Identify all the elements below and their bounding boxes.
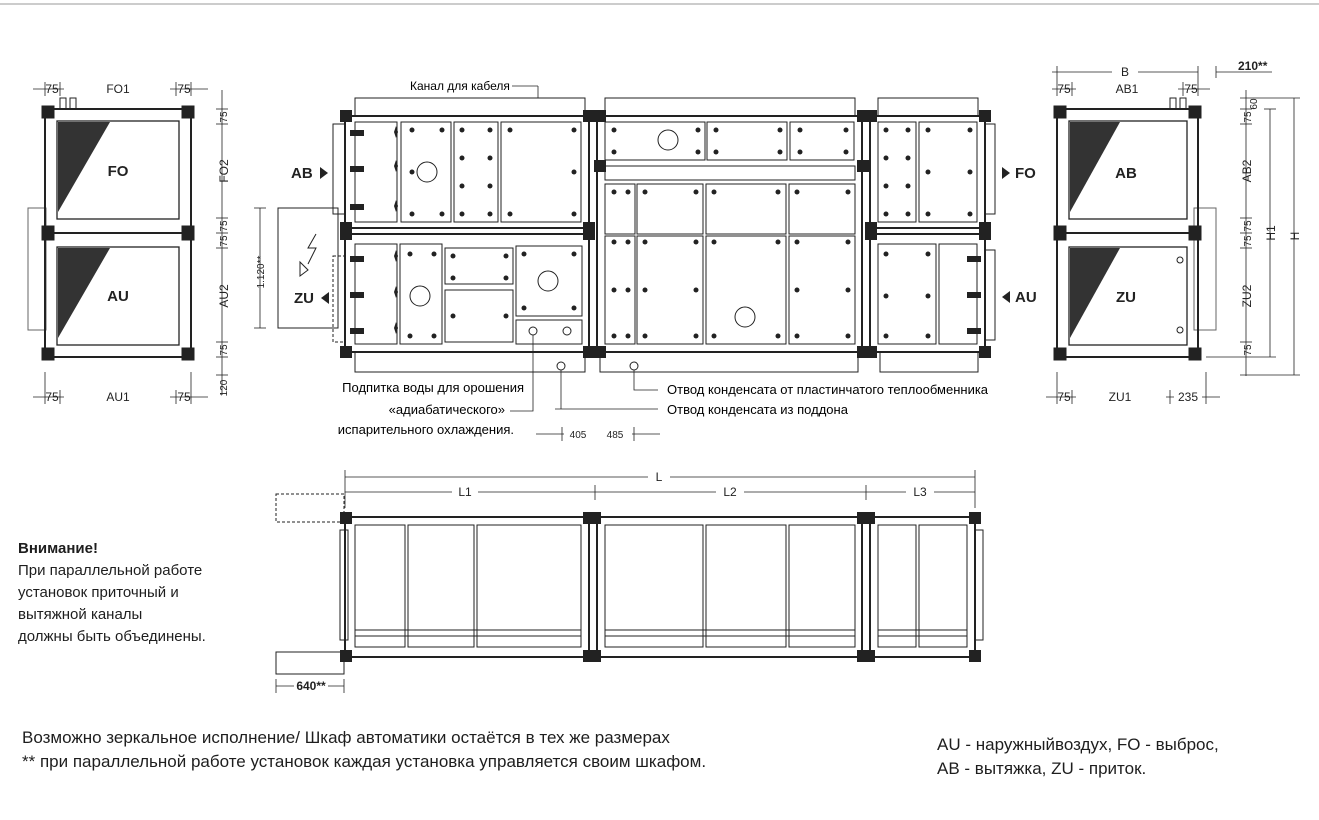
- dim-right-top-b: 75: [1184, 82, 1198, 96]
- dim-length-l1: L1: [458, 485, 472, 499]
- control-cabinet-front: [254, 207, 339, 329]
- right-side-view: [1053, 97, 1217, 361]
- front-view-details: [340, 110, 991, 358]
- svg-text:AB2: AB2: [1240, 159, 1254, 182]
- warning-line-2: установок приточный и: [18, 584, 179, 601]
- right-side-dimension: [1206, 90, 1300, 376]
- legend-line-1: AU - наружныйвоздух, FO - выброс,: [937, 735, 1219, 754]
- dim-length-l3: L3: [913, 485, 927, 499]
- dim-drain-405: 405: [570, 430, 587, 441]
- airflow-arrows: AB ZU FO AU: [291, 165, 1037, 307]
- svg-text:120: 120: [219, 379, 230, 396]
- dim-left-bottom-au1: AU1: [106, 390, 130, 404]
- warning-note: Внимание! При параллельной работе устано…: [18, 538, 206, 648]
- svg-text:75: 75: [1243, 111, 1254, 123]
- arrow-label-au: AU: [1015, 289, 1037, 306]
- svg-text:75: 75: [1243, 344, 1254, 356]
- label-condensate-plate: Отвод конденсата от пластинчатого теплоо…: [667, 382, 989, 397]
- warning-line-1: При параллельной работе: [18, 562, 203, 579]
- top-view: [275, 493, 984, 675]
- legend: AU - наружныйвоздух, FO - выброс, AB - в…: [937, 733, 1219, 781]
- arrow-label-fo: FO: [1015, 165, 1036, 182]
- svg-text:75: 75: [219, 220, 230, 232]
- svg-text:ZU2: ZU2: [1240, 284, 1254, 307]
- dim-cabinet-210: 210**: [1238, 59, 1268, 73]
- svg-text:75: 75: [219, 344, 230, 356]
- svg-text:75: 75: [219, 235, 230, 247]
- water-supply-line2: «адиабатического»: [389, 402, 505, 417]
- arrow-label-ab: AB: [291, 165, 313, 182]
- dim-left-top-a: 75: [45, 82, 59, 96]
- dim-drain-485: 485: [607, 430, 624, 441]
- label-cable-channel: Канал для кабеля: [410, 79, 510, 93]
- dim-right-top-a: 75: [1057, 82, 1071, 96]
- svg-text:75: 75: [1243, 235, 1254, 247]
- right-side-dim-texts: 60 75 AB2 75 75 ZU2 75 H1 H: [1240, 98, 1302, 356]
- footnote-parallel: ** при параллельной работе установок каж…: [22, 752, 707, 771]
- svg-text:H: H: [1288, 232, 1302, 241]
- dim-left-top-b: 75: [177, 82, 191, 96]
- svg-text:60: 60: [1249, 98, 1260, 110]
- warning-line-3: вытяжной каналы: [18, 606, 143, 623]
- label-au-left: AU: [107, 288, 129, 305]
- dim-cabinet-height: 1.120**: [256, 255, 267, 288]
- dim-length-l: L: [656, 470, 663, 484]
- dim-right-bottom-235: 235: [1178, 390, 1198, 404]
- dim-right-width-b: B: [1121, 65, 1129, 79]
- dim-right-bottom-a: 75: [1057, 390, 1071, 404]
- water-supply-line1: Подпитка воды для орошения: [342, 380, 524, 395]
- svg-text:75: 75: [219, 111, 230, 123]
- svg-text:75: 75: [1243, 220, 1254, 232]
- label-zu-right: ZU: [1116, 289, 1136, 306]
- left-side-dimension: [216, 90, 228, 395]
- warning-title: Внимание!: [18, 540, 98, 557]
- svg-text:H1: H1: [1264, 225, 1278, 241]
- dim-cabinet-640: 640**: [296, 679, 326, 693]
- left-side-view: [27, 97, 195, 361]
- label-condensate-tray: Отвод конденсата из поддона: [667, 402, 849, 417]
- label-fo-left: FO: [108, 163, 129, 180]
- dim-right-bottom-zu1: ZU1: [1109, 390, 1132, 404]
- footnote-mirror: Возможно зеркальное исполнение/ Шкаф авт…: [22, 728, 670, 747]
- dim-left-bottom-b: 75: [177, 390, 191, 404]
- service-leader-lines: [510, 335, 660, 441]
- arrow-label-zu: ZU: [294, 290, 314, 307]
- dim-left-top-fo1: FO1: [106, 82, 130, 96]
- svg-text:AU2: AU2: [217, 284, 231, 308]
- front-view: [332, 85, 996, 373]
- dim-length-l2: L2: [723, 485, 737, 499]
- svg-text:FO2: FO2: [217, 159, 231, 183]
- water-supply-line3: испарительного охлаждения.: [338, 422, 514, 437]
- left-side-dim-texts: 75 FO2 75 75 AU2 75 120: [217, 111, 231, 396]
- label-ab-right: AB: [1115, 165, 1137, 182]
- dim-right-top-ab1: AB1: [1116, 82, 1139, 96]
- warning-line-4: должны быть объединены.: [18, 628, 206, 645]
- dim-left-bottom-a: 75: [45, 390, 59, 404]
- top-view-corners: [340, 512, 981, 662]
- footnotes: Возможно зеркальное исполнение/ Шкаф авт…: [22, 726, 706, 774]
- legend-line-2: AB - вытяжка, ZU - приток.: [937, 759, 1147, 778]
